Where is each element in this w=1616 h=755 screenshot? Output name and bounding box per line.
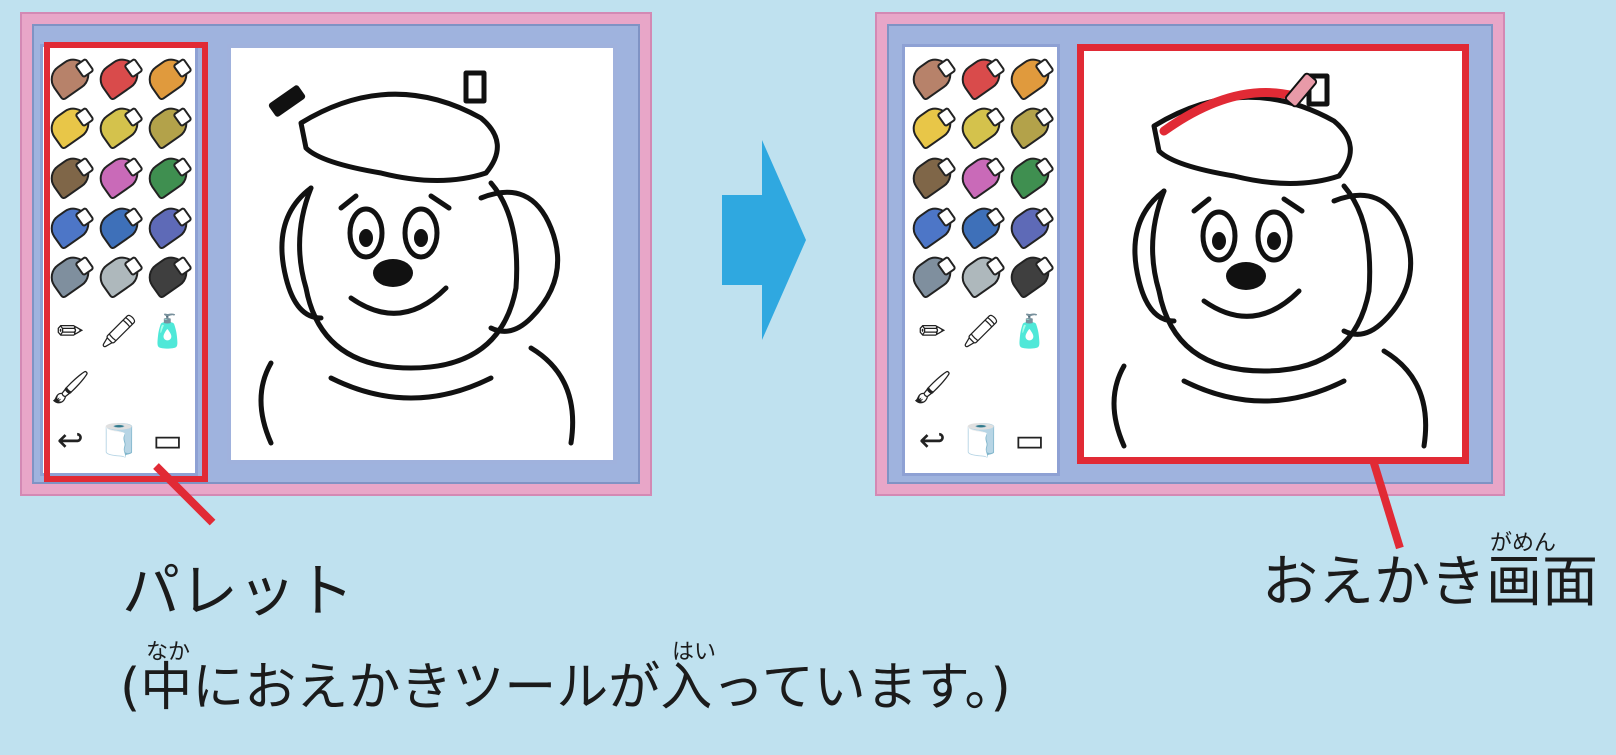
crayon-color-9[interactable] xyxy=(142,151,194,201)
spray-can-icon[interactable]: 🧴 xyxy=(147,311,188,350)
crayon-color-11[interactable] xyxy=(93,201,145,251)
palette-panel: ✏ 🖍🧴 🖌 ↩ 🧻 ▭ xyxy=(902,44,1060,476)
crayon-color-4[interactable] xyxy=(44,101,96,151)
pencil-icon[interactable]: ✏ xyxy=(56,311,84,350)
palette-spacer xyxy=(1006,363,1053,411)
crayon-color-14[interactable] xyxy=(93,250,145,300)
crayon-color-10[interactable] xyxy=(906,201,958,251)
arrow-right-icon xyxy=(722,140,806,340)
palette-label: パレット xyxy=(122,557,355,625)
drawing-canvas[interactable] xyxy=(227,44,617,464)
dog-illustration xyxy=(258,70,576,446)
crayon-color-12[interactable] xyxy=(142,201,194,251)
crayon-color-3[interactable] xyxy=(1004,52,1056,102)
crayon-color-12[interactable] xyxy=(1004,201,1056,251)
drawing-canvas-highlighted[interactable] xyxy=(1077,44,1469,464)
dog-illustration xyxy=(1111,72,1429,449)
crayon-color-8[interactable] xyxy=(955,151,1007,201)
crayon-color-5[interactable] xyxy=(93,101,145,151)
crayon-color-11[interactable] xyxy=(955,201,1007,251)
crayon-color-15[interactable] xyxy=(1004,250,1056,300)
crayon-color-8[interactable] xyxy=(93,151,145,201)
crayon-color-2[interactable] xyxy=(93,52,145,102)
undo-icon[interactable]: ↩ xyxy=(56,420,84,459)
crayon-color-3[interactable] xyxy=(142,52,194,102)
spray-can-icon[interactable]: 🧴 xyxy=(1009,311,1050,350)
palette-spacer xyxy=(96,363,143,411)
crayon-color-6[interactable] xyxy=(142,101,194,151)
ruby-naka: なか xyxy=(146,640,191,665)
palette-spacer xyxy=(144,363,191,411)
palette-note: (中におえかきツールが入っています。) xyxy=(120,658,1011,718)
canvas-label: おえかき画面 xyxy=(1262,550,1598,615)
crayon-color-10[interactable] xyxy=(44,201,96,251)
crayon-color-4[interactable] xyxy=(906,101,958,151)
crayon-color-6[interactable] xyxy=(1004,101,1056,151)
crayon-color-15[interactable] xyxy=(142,250,194,300)
crayon-color-1[interactable] xyxy=(44,52,96,102)
pencil-icon[interactable]: ✏ xyxy=(918,311,946,350)
after-screen: ✏ 🖍🧴 🖌 ↩ 🧻 ▭ xyxy=(875,12,1505,496)
paint-brush-icon[interactable]: 🖌 xyxy=(50,367,91,406)
crayon-color-1[interactable] xyxy=(906,52,958,102)
paint-roller-icon[interactable]: 🧻 xyxy=(99,420,139,459)
pencil-cursor-icon xyxy=(268,85,306,117)
paint-brush-icon[interactable]: 🖌 xyxy=(912,367,953,406)
palette-spacer xyxy=(958,363,1005,411)
ruby-hai: はい xyxy=(672,640,717,665)
crayon-color-7[interactable] xyxy=(906,151,958,201)
palette-panel: ✏ 🖍🧴 🖌 ↩ 🧻 ▭ xyxy=(40,44,198,476)
crayon-color-2[interactable] xyxy=(955,52,1007,102)
eraser-icon[interactable]: ▭ xyxy=(152,420,183,459)
ruby-gamen: がめん xyxy=(1490,531,1557,556)
crayon-color-5[interactable] xyxy=(955,101,1007,151)
paint-roller-icon[interactable]: 🧻 xyxy=(961,420,1001,459)
crayon-color-9[interactable] xyxy=(1004,151,1056,201)
undo-icon[interactable]: ↩ xyxy=(918,420,946,459)
crayon-tool-icon[interactable]: 🖍 xyxy=(98,311,140,350)
crayon-color-13[interactable] xyxy=(44,250,96,300)
crayon-tool-icon[interactable]: 🖍 xyxy=(960,311,1002,350)
crayon-cursor-icon xyxy=(1284,72,1318,108)
crayon-color-13[interactable] xyxy=(906,250,958,300)
eraser-icon[interactable]: ▭ xyxy=(1014,420,1045,459)
crayon-color-7[interactable] xyxy=(44,151,96,201)
crayon-color-14[interactable] xyxy=(955,250,1007,300)
before-screen: ✏ 🖍🧴 🖌 ↩ 🧻 ▭ xyxy=(20,12,652,496)
